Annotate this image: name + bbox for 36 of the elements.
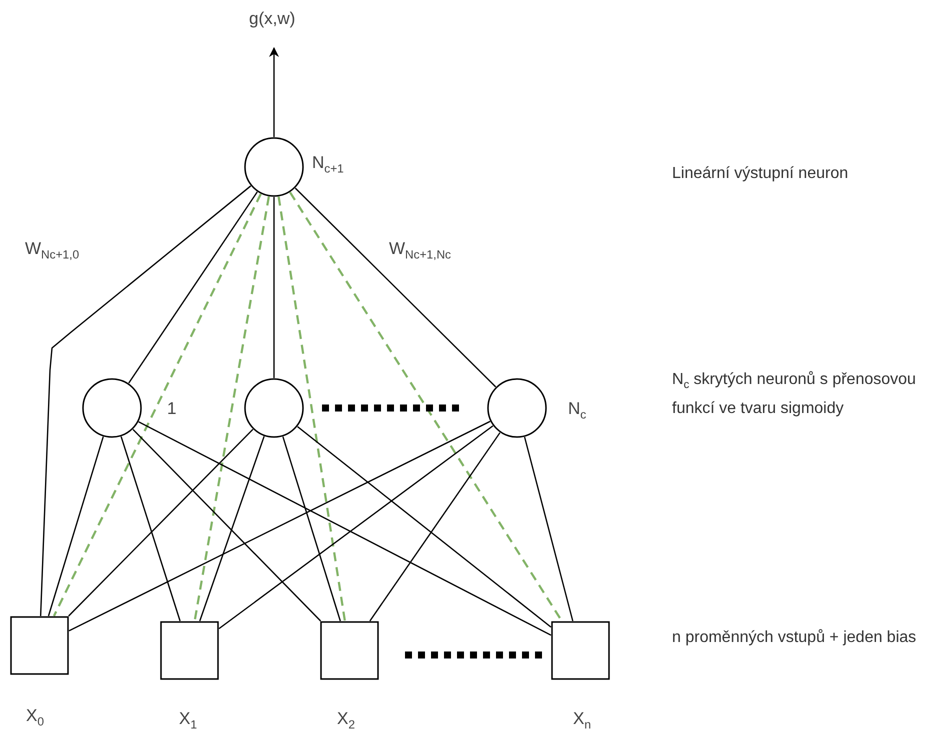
input-square (10, 616, 69, 675)
connection-line (524, 436, 574, 622)
connection-line (218, 425, 494, 630)
connection-line (68, 428, 254, 616)
layer-description: N$_{c}$ skrytých neuronů s přenosovou funkcí ve tvaru sigmoidy (672, 370, 917, 420)
neuron-label: 1 (167, 398, 176, 420)
input-square (320, 621, 379, 680)
neuron-circle (487, 378, 547, 438)
neuron-label: N$_{c}$ (568, 398, 586, 424)
connection-line (294, 188, 496, 388)
layer-description: Lineární výstupní neuron (672, 164, 850, 184)
connection-line (48, 436, 104, 616)
neuron-label: X$_{0}$ (26, 705, 44, 730)
neuron-label: X$_{2}$ (337, 708, 355, 734)
dashed-connection-line (194, 196, 270, 622)
connection-line (138, 421, 552, 636)
neuron-label: X$_{n}$ (573, 708, 591, 734)
connection-line (132, 428, 322, 622)
connection-line (120, 436, 181, 622)
connection-line (128, 192, 258, 384)
neuron-circle (244, 378, 304, 438)
connection-line (273, 197, 275, 378)
neuron-label: X$_{1}$ (179, 708, 197, 734)
neuron-circle (82, 378, 142, 438)
connection-line (68, 420, 490, 632)
input-square (160, 621, 219, 680)
layer-description: n proměnných vstupů + jeden bias (672, 628, 918, 648)
connection-line (369, 432, 500, 622)
input-square (551, 621, 610, 680)
arrow (269, 47, 279, 137)
dashed-connection-line (278, 196, 346, 622)
connection-line (282, 436, 341, 622)
neuron-circle (244, 137, 304, 197)
connection-line (297, 426, 552, 628)
neuron-label: N$_{c+1}$ (312, 152, 344, 178)
connection-line (199, 436, 265, 622)
